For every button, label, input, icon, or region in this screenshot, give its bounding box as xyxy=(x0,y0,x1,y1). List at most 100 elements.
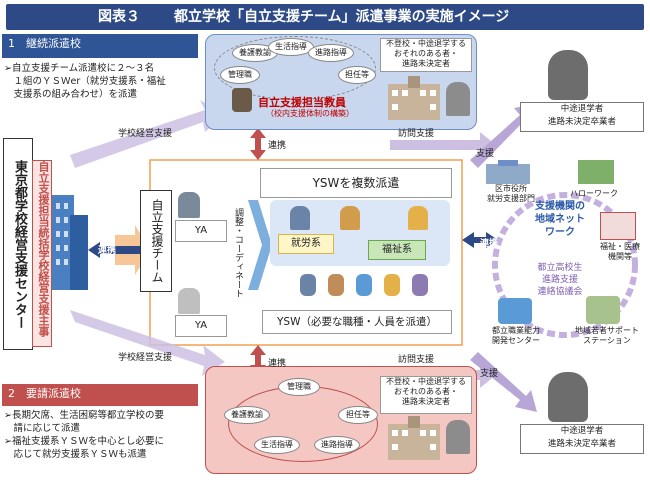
dropout-line: 進路未決定卒業者 xyxy=(547,439,616,449)
vocational-center-label: 都立職業能力 開発センター xyxy=(478,326,554,346)
network-title-line: 地域ネット xyxy=(535,214,585,225)
hospital-icon xyxy=(600,212,636,240)
role-admin-bottom: 管理職 xyxy=(278,378,320,396)
student-figure-icon-top xyxy=(446,82,470,116)
target-line: おそれのある者・ xyxy=(394,49,458,58)
role-homeroom-bottom: 担任等 xyxy=(338,406,378,424)
welfare-medical-label: 福祉・医療 機関等 xyxy=(592,242,648,262)
network-title: 支援機関の 地域ネット ワーク xyxy=(528,200,592,239)
council-line: 連絡協議会 xyxy=(537,287,583,297)
training-center-icon xyxy=(498,298,532,324)
role-career-bottom: 進路指導 xyxy=(314,436,360,454)
role-admin-top: 管理職 xyxy=(220,66,260,84)
employment-badge: 就労系 xyxy=(278,234,334,254)
city-line: 就労支援部門 xyxy=(487,194,535,203)
request-heading-bar: 2 要請派遣校 xyxy=(2,384,198,406)
youth-support-label: 地域若者サポート ステーション xyxy=(566,326,648,346)
mgmt-support-top: 学校経営支援 xyxy=(118,129,173,139)
role-guidance-top: 生活指導 xyxy=(268,38,314,56)
welfare-badge: 福祉系 xyxy=(368,240,426,260)
ysw-row-icons xyxy=(300,270,430,300)
dropout-box-top: 中途退学者 進路未決定卒業者 xyxy=(520,102,644,132)
link-label-network: 連携 xyxy=(480,239,499,249)
ysw-person-icon xyxy=(340,206,360,230)
role-nurse-bottom: 養護教諭 xyxy=(224,406,270,424)
target-box-bottom: 不登校・中途退学する おそれのある者・ 進路未決定者 xyxy=(380,376,472,414)
continuous-body: ➢自立支援チーム派遣校に２～３名 １組のＹＳＷer（就労支援系・福祉 支援系の組… xyxy=(4,62,204,101)
support-label-bottom: 支援 xyxy=(480,369,499,379)
youth-line: 地域若者サポート xyxy=(575,326,639,335)
vocational-line: 開発センター xyxy=(492,336,540,345)
teacher-label: 自立支援担当教員 xyxy=(258,96,346,109)
continuous-heading: 1 継続派遣校 xyxy=(8,37,81,50)
council-line: 進路支援 xyxy=(541,275,578,285)
request-body: ➢長期欠席、生活困窮等都立学校の要 請に応じて派遣 ➢福祉支援系ＹＳＷを中心とし… xyxy=(4,409,209,461)
role-guidance-bottom: 生活指導 xyxy=(254,436,300,454)
team-label: 自立支援チーム xyxy=(140,190,172,292)
school-roles-ring-top xyxy=(214,36,376,100)
youth-line: ステーション xyxy=(583,336,631,345)
role-homeroom-top: 担任等 xyxy=(338,66,376,84)
office-building-icon xyxy=(50,185,90,295)
ya-person-icon-bottom xyxy=(178,288,200,314)
council-label: 都立高校生 進路支援 連絡協議会 xyxy=(528,262,592,298)
student-figure-icon-bottom xyxy=(446,420,470,454)
ya-box-top: YA xyxy=(175,220,227,242)
continuous-line: １組のＹＳＷer（就労支援系・福祉 xyxy=(4,76,166,87)
school-building-icon-bottom xyxy=(384,414,444,462)
city-hall-icon xyxy=(484,160,532,184)
ya-person-icon-top xyxy=(178,192,200,218)
request-line: ➢福祉支援系ＹＳＷを中心とし必要に xyxy=(4,436,164,447)
dropout-figure-icon-bottom xyxy=(548,372,588,422)
council-line: 都立高校生 xyxy=(537,263,583,273)
visit-support-top: 訪問支援 xyxy=(398,129,435,139)
target-box-top: 不登校・中途退学する おそれのある者・ 進路未決定者 xyxy=(380,38,472,72)
visit-support-bottom: 訪問支援 xyxy=(398,355,435,365)
city-office-label: 区市役所 就労支援部門 xyxy=(476,184,546,204)
support-center-label: 東京都学校経営支援センター xyxy=(3,138,33,350)
link-label-left: 連携 xyxy=(98,246,117,256)
mgmt-support-bottom: 学校経営支援 xyxy=(118,353,173,363)
network-title-line: 支援機関の xyxy=(535,201,585,212)
dropout-box-bottom: 中途退学者 進路未決定卒業者 xyxy=(520,424,644,454)
ysw-person-icon xyxy=(408,206,428,230)
support-label-top: 支援 xyxy=(476,149,495,159)
request-line: ➢長期欠席、生活困窮等都立学校の要 xyxy=(4,410,164,421)
request-line: 請に応じて派遣 xyxy=(4,423,81,434)
dropout-line: 中途退学者 xyxy=(560,426,604,436)
target-line: 不登校・中途退学する xyxy=(386,377,466,386)
teacher-figure-icon xyxy=(232,88,252,112)
dropout-line: 中途退学者 xyxy=(560,104,604,114)
link-label-bottom: 連携 xyxy=(268,359,287,369)
request-line: 応じて就労支援系ＹＳＷも派遣 xyxy=(4,449,147,460)
dropout-figure-icon-top xyxy=(548,50,588,100)
youth-station-icon xyxy=(586,296,620,324)
supervisor-label: 自立支援担当統括学校経営支援主事 xyxy=(32,160,52,347)
target-line: おそれのある者・ xyxy=(394,387,458,396)
target-line: 不登校・中途退学する xyxy=(386,39,466,48)
target-line: 進路未決定者 xyxy=(402,59,450,68)
request-heading: 2 要請派遣校 xyxy=(8,387,81,400)
ysw-need-box: YSW（必要な職種・人員を派遣） xyxy=(262,310,452,334)
continuous-line: ➢自立支援チーム派遣校に２～３名 xyxy=(4,63,155,74)
figure-number: 図表３ xyxy=(98,9,140,25)
school-building-icon-top xyxy=(384,74,444,122)
page-title: 都立学校「自立支援チーム」派遣事業の実施イメージ xyxy=(174,9,510,25)
network-title-line: ワーク xyxy=(545,227,575,238)
ysw-multi-box: YSWを複数派遣 xyxy=(260,168,452,198)
continuous-line: 支援系の組み合わせ）を派遣 xyxy=(4,89,138,100)
vocational-line: 都立職業能力 xyxy=(492,326,540,335)
ysw-person-icon xyxy=(290,206,310,230)
ya-box-bottom: YA xyxy=(175,315,227,337)
teacher-sub-label: （校内支援体制の構築） xyxy=(266,109,354,118)
dropout-line: 進路未決定卒業者 xyxy=(547,117,616,127)
role-career-top: 進路指導 xyxy=(308,44,354,62)
welfare-med-line: 福祉・医療 xyxy=(600,242,640,251)
title-bar: 図表３ 都立学校「自立支援チーム」派遣事業の実施イメージ xyxy=(6,4,644,30)
school-roles-ring-bottom xyxy=(228,386,378,462)
welfare-med-line: 機関等 xyxy=(608,252,632,261)
target-line: 進路未決定者 xyxy=(402,397,450,406)
hellowork-label: ハローワーク xyxy=(570,189,618,198)
continuous-heading-bar: 1 継続派遣校 xyxy=(2,34,198,58)
hellowork-building-icon xyxy=(578,160,614,184)
